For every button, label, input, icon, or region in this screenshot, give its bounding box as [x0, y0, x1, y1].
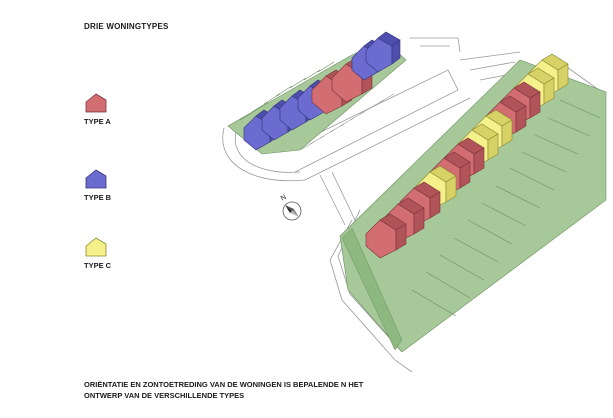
legend-label: TYPE A [84, 117, 111, 126]
caption-line-2: ONTWERP VAN DE VERSCHILLENDE TYPES [84, 391, 245, 400]
garden-east-main [339, 59, 607, 353]
page-title: DRIE WONINGTYPES [84, 22, 169, 31]
legend-item-type-c: TYPE C [84, 236, 164, 270]
garden-plots-east [339, 59, 607, 353]
caption-line-1: ORIËNTATIE EN ZONTOETREDING VAN DE WONIN… [84, 380, 364, 389]
legend-label: TYPE B [84, 193, 112, 202]
parking-stripes-west [299, 93, 395, 151]
legend-item-type-a: TYPE A [84, 92, 164, 126]
house-type-b-icon [85, 169, 107, 189]
north-arrow [282, 201, 302, 221]
caption: ORIËNTATIE EN ZONTOETREDING VAN DE WONIN… [84, 379, 504, 401]
legend-item-type-b: TYPE B [84, 168, 164, 202]
legend-label: TYPE C [84, 261, 112, 270]
garden-east-strip [341, 227, 403, 351]
house-type-a-icon [85, 93, 107, 113]
compass-label: N [280, 194, 288, 203]
garden-dividers-west [239, 61, 335, 121]
house-row-west [243, 31, 401, 151]
house-type-c-icon [85, 237, 107, 257]
garden-dividers-east [411, 99, 601, 317]
